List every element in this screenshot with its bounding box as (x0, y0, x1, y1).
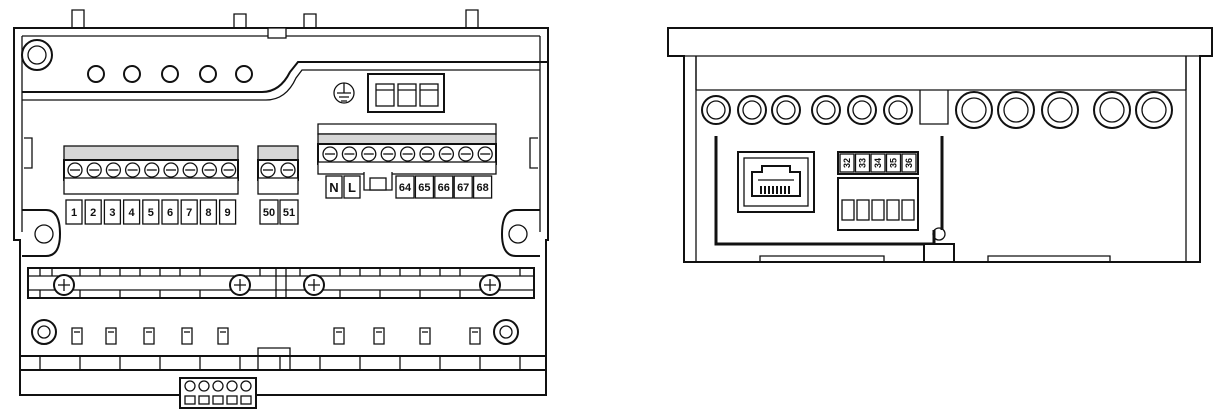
terminal-label: 4 (129, 207, 136, 219)
terminal-label-box (259, 199, 279, 225)
terminal-label: 8 (205, 207, 211, 219)
terminal-label-box (395, 175, 415, 199)
rj45-ethernet-port-icon (737, 151, 815, 213)
cable-gland (1041, 91, 1079, 129)
mounting-holes-bottom (31, 319, 519, 345)
bottom-ribs (39, 327, 521, 370)
terminal-screws-middle (260, 162, 296, 178)
cable-gland (883, 95, 913, 125)
power-label: N (329, 180, 338, 195)
terminal-label: 5 (148, 207, 154, 219)
terminal-label: 51 (283, 207, 295, 219)
cable-gland (737, 95, 767, 125)
terminal-label-box (434, 175, 454, 199)
side-view: 32 33 34 35 36 (667, 27, 1213, 263)
terminal-label: 9 (225, 207, 231, 219)
power-label-box (343, 175, 361, 199)
protective-earth-icon (333, 82, 355, 104)
terminal-label-box (84, 199, 102, 225)
bottom-connector-5pin (179, 377, 257, 409)
front-housing-outline (13, 27, 549, 396)
upper-step-contour (22, 61, 548, 93)
terminal-label-box (122, 199, 141, 225)
side-cable-glands (701, 91, 1173, 129)
terminal-label: 65 (418, 182, 430, 194)
side-foot (923, 227, 955, 263)
cable-gland (811, 95, 841, 125)
side-connector: 32 33 34 35 36 (837, 151, 919, 231)
terminal-screws-left (67, 162, 237, 178)
power-label-box (325, 175, 343, 199)
connector-pin-labels: 32 33 34 35 36 (839, 153, 917, 173)
terminal-label-box (180, 199, 198, 225)
power-label: L (348, 180, 356, 195)
mounting-hole-top-left (21, 39, 53, 71)
terminal-label: 66 (438, 182, 450, 194)
side-housing-outline (667, 27, 1213, 263)
terminal-labels-right: 64 65 66 67 68 (395, 175, 493, 199)
terminal-label-box (218, 199, 237, 225)
terminal-label: 64 (399, 182, 412, 194)
cable-gland (997, 91, 1035, 129)
terminal-label: 3 (109, 207, 115, 219)
cable-gland (955, 91, 993, 129)
terminal-label-box (103, 199, 122, 225)
terminal-label-box (65, 199, 83, 225)
connector-pin-label: 32 (842, 158, 852, 168)
connector-pin-label: 34 (873, 158, 883, 168)
terminal-label: 50 (263, 207, 275, 219)
cable-gland (1093, 91, 1131, 129)
terminal-screws-right (322, 146, 493, 162)
terminal-label: 67 (457, 182, 469, 194)
top-clips (71, 9, 479, 39)
terminal-label: 6 (167, 207, 173, 219)
terminal-label: 68 (476, 182, 488, 194)
terminal-labels-middle: 50 51 (259, 199, 299, 225)
terminal-label-box (414, 175, 435, 199)
terminal-label-box (199, 199, 218, 225)
connector-pin-label: 35 (889, 158, 899, 168)
side-mounting-slots (22, 209, 540, 257)
terminal-label-box (453, 175, 473, 199)
cable-gland (1135, 91, 1173, 129)
din-rail-screws (53, 274, 501, 296)
din-rail (27, 267, 535, 299)
terminal-label-box (142, 199, 160, 225)
cable-gland (701, 95, 731, 125)
terminal-block-middle: 50 51 (257, 145, 299, 225)
terminal-label-box (472, 175, 493, 199)
cable-gland (847, 95, 877, 125)
terminal-label: 2 (90, 207, 96, 219)
terminal-label-box (279, 199, 299, 225)
top-connector-3pin (367, 73, 445, 113)
terminal-label: 7 (186, 207, 192, 219)
connector-pin-label: 36 (904, 158, 914, 168)
cable-gland (771, 95, 801, 125)
cable-glands-top (87, 65, 253, 83)
terminal-label-box (161, 199, 179, 225)
connector-pin-label: 33 (858, 158, 868, 168)
terminal-label: 1 (71, 207, 77, 219)
